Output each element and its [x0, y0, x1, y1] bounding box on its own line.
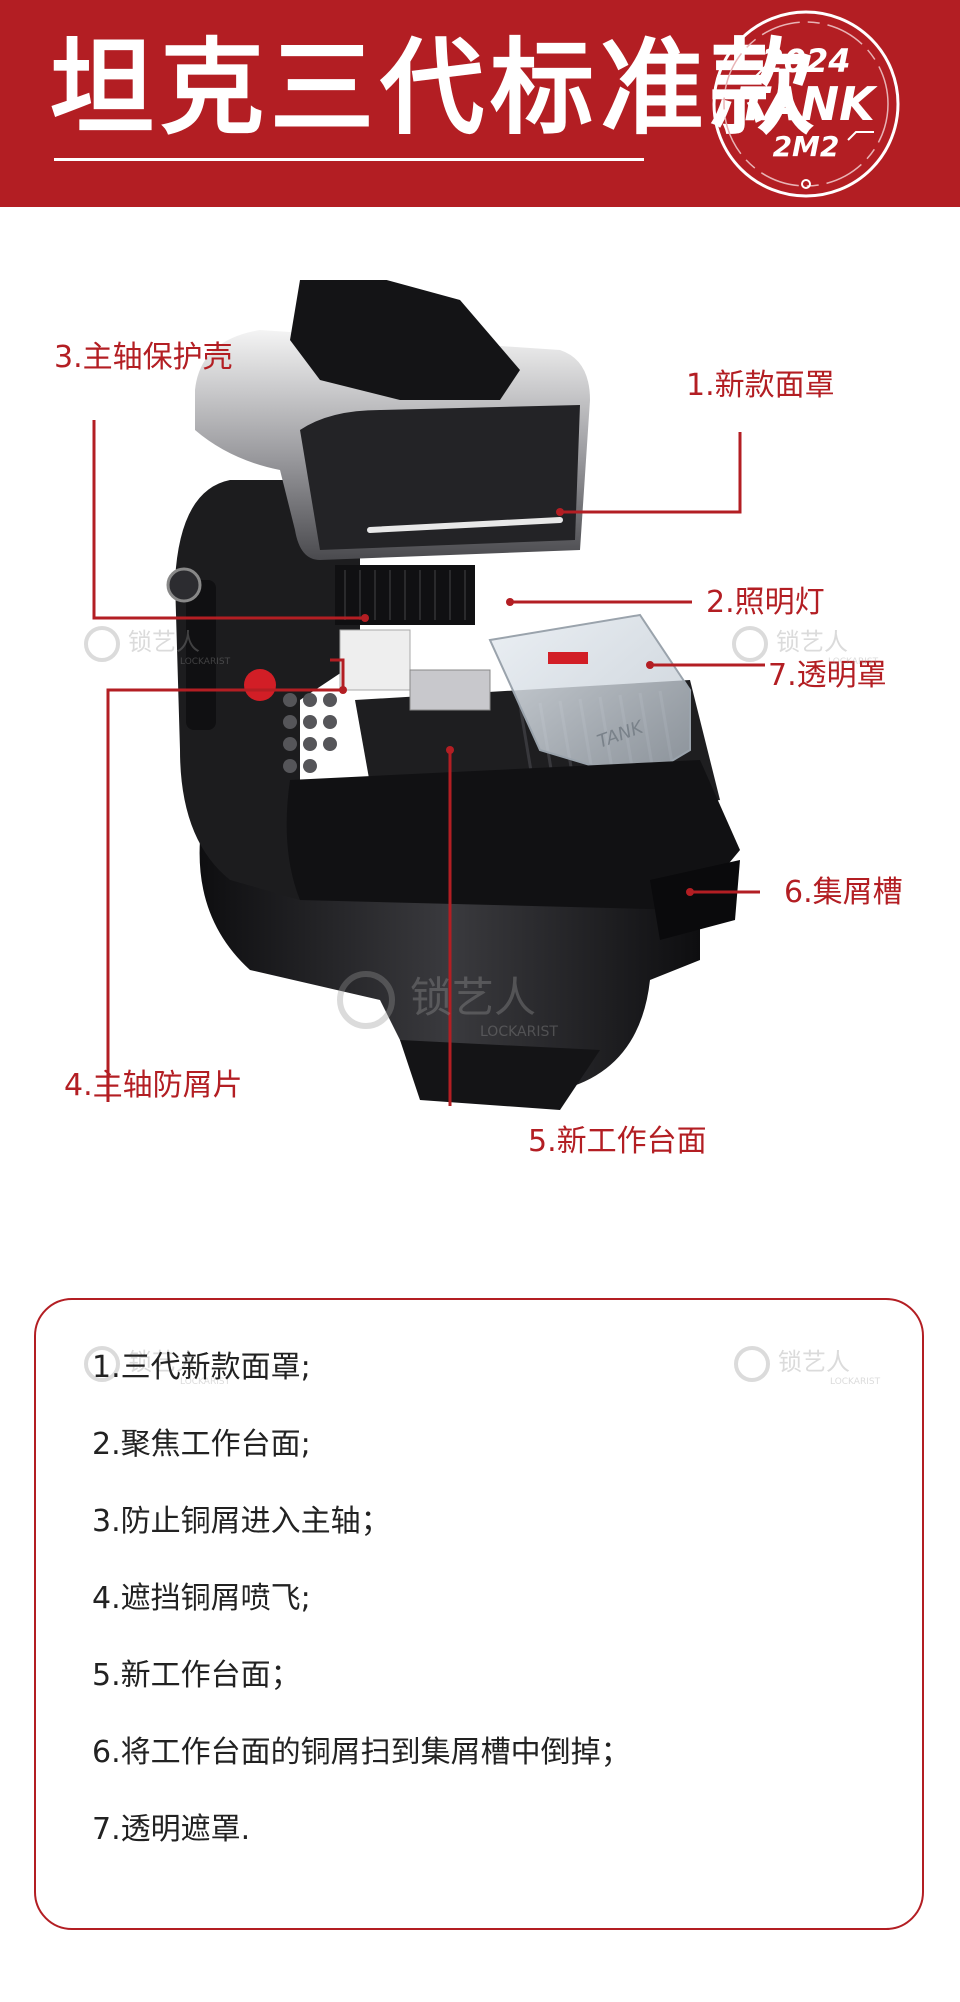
list-item: 7.透明遮罩. [92, 1812, 251, 1847]
watermark-logo: 锁艺人 LOCKARIST [734, 1346, 881, 1387]
top-key-clamp-rack [290, 280, 520, 400]
list-item: 3.防止铜屑进入主轴； [92, 1504, 391, 1539]
svg-text:锁艺人: 锁艺人 [778, 1348, 850, 1376]
feature-list: 1.三代新款面罩; 2.聚焦工作台面; 3.防止铜屑进入主轴； 4.遮挡铜屑喷飞… [92, 1350, 631, 1889]
callout-leader-lines [92, 420, 765, 1106]
callout-spindle-shell: 3.主轴保护壳 [54, 340, 233, 375]
svg-text:锁艺人: 锁艺人 [410, 973, 536, 1022]
watermark-logo: 锁艺人 LOCKARIST [732, 626, 879, 667]
key-clamp [409, 669, 491, 711]
svg-text:LOCKARIST: LOCKARIST [180, 657, 231, 667]
badge-inner-ring [723, 21, 889, 187]
chip-guard-plate [339, 629, 411, 691]
light-strip [367, 517, 563, 533]
list-item: 2.聚焦工作台面; [92, 1427, 311, 1462]
list-item: 4.遮挡铜屑喷飞; [92, 1581, 311, 1616]
callout-endpoint-dots [339, 508, 694, 896]
watermark-logo: 锁艺人 LOCKARIST [84, 1346, 231, 1387]
transparent-shield [488, 613, 691, 782]
svg-text:锁艺人: 锁艺人 [776, 628, 848, 656]
badge-outer-ring [712, 10, 900, 198]
emergency-stop-button-icon [244, 669, 276, 701]
badge-brand: TANK [737, 77, 878, 131]
svg-text:LOCKARIST: LOCKARIST [480, 1024, 558, 1040]
watermark-logo: 锁艺人 LOCKARIST [84, 626, 231, 667]
svg-text:LOCKARIST: LOCKARIST [830, 1377, 881, 1387]
badge-model: 2M2 [773, 130, 840, 163]
header-banner: 坦克三代标准款 2024 TANK 2M2 [0, 0, 960, 207]
feature-info-box: 锁艺人 LOCKARIST 锁艺人 LOCKARIST 1.三代新款面罩; 2.… [34, 1298, 924, 1930]
svg-text:锁艺人: 锁艺人 [128, 628, 200, 656]
callout-transparent-cover: 7.透明罩 [768, 658, 887, 693]
list-item: 5.新工作台面； [92, 1658, 301, 1693]
keypad-icon [283, 693, 337, 773]
title-underline [54, 158, 644, 161]
callout-worktable: 5.新工作台面 [528, 1124, 707, 1159]
badge-year: 2024 [761, 42, 850, 80]
page-title: 坦克三代标准款 [50, 27, 821, 149]
callout-light: 2.照明灯 [706, 585, 825, 620]
callout-chip-guard: 4.主轴防屑片 [64, 1068, 243, 1103]
side-dial-icon [166, 567, 202, 603]
key-cutting-machine-illustration: TANK [92, 280, 765, 1110]
svg-text:锁艺人: 锁艺人 [128, 1348, 200, 1376]
callout-chip-tray: 6.集屑槽 [784, 875, 903, 910]
svg-text:LOCKARIST: LOCKARIST [180, 1377, 231, 1387]
chip-collection-tray [286, 760, 740, 910]
tank-2024-badge: 2024 TANK 2M2 [712, 10, 900, 198]
svg-text:LOCKARIST: LOCKARIST [828, 657, 879, 667]
callout-face-cover: 1.新款面罩 [686, 368, 835, 403]
list-item: 1.三代新款面罩; [92, 1350, 311, 1385]
watermark-logo: 锁艺人 LOCKARIST [337, 971, 558, 1040]
machine-foot [400, 1040, 600, 1110]
list-item: 6.将工作台面的铜屑扫到集屑槽中倒掉； [92, 1735, 631, 1770]
